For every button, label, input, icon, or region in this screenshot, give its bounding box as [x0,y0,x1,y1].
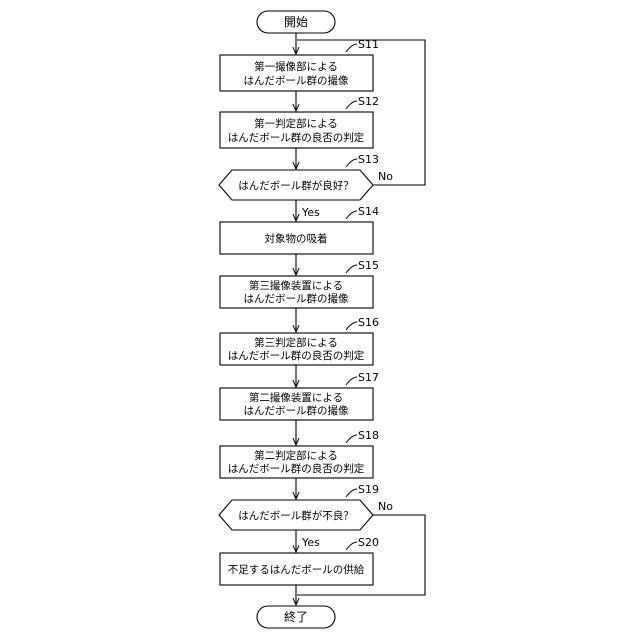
start-terminal: 開始 [257,11,335,33]
step-line: はんだボール群の撮像 [244,74,349,87]
step-line: 第二撮像装置による [249,391,343,404]
step-id: S13 [358,153,379,166]
step-line: 第三撮像装置による [249,279,343,292]
step-line: 第二判定部による [254,449,338,462]
step-line: 不足するはんだボールの供給 [228,563,365,576]
process-step: 対象物の吸着 S14 [220,205,379,254]
end-label: 終了 [284,609,308,624]
process-step: 第三撮像装置による はんだボール群の撮像 S15 [220,259,379,308]
process-step: 第二撮像装置による はんだボール群の撮像 S17 [220,371,379,420]
step-id: S14 [358,205,379,218]
step-line: 第三判定部による [254,336,338,349]
end-terminal: 終了 [257,606,335,628]
yes-label: Yes [301,536,320,549]
step-line: はんだボール群の良否の判定 [228,349,365,362]
process-step: 不足するはんだボールの供給 S20 [220,536,379,585]
process-step: 第三判定部による はんだボール群の良否の判定 S16 [220,316,379,365]
step-line: はんだボール群の撮像 [244,404,349,417]
step-id: S20 [358,536,379,549]
step-id: S12 [358,95,379,108]
step-line: 対象物の吸着 [265,232,328,245]
decision-text: はんだボール群が不良？ [238,509,354,522]
step-id: S16 [358,316,379,329]
decision-text: はんだボール群が良好？ [238,179,354,192]
no-label: No [378,500,393,513]
step-line: はんだボール群の良否の判定 [228,131,365,144]
process-step: 第一判定部による はんだボール群の良否の判定 S12 [220,95,379,148]
step-line: 第一撮像部による [254,60,338,73]
step-line: はんだボール群の撮像 [244,292,349,305]
step-id: S19 [358,483,379,496]
step-id: S15 [358,259,379,272]
start-label: 開始 [284,15,308,29]
process-step: 第一撮像部による はんだボール群の撮像 S11 [220,38,379,91]
no-label: No [378,170,393,183]
step-id: S17 [358,371,379,384]
yes-label: Yes [301,206,320,219]
process-step: 第二判定部による はんだボール群の良否の判定 S18 [220,429,379,478]
step-line: 第一判定部による [254,117,338,130]
step-id: S18 [358,429,379,442]
step-line: はんだボール群の良否の判定 [228,462,365,475]
